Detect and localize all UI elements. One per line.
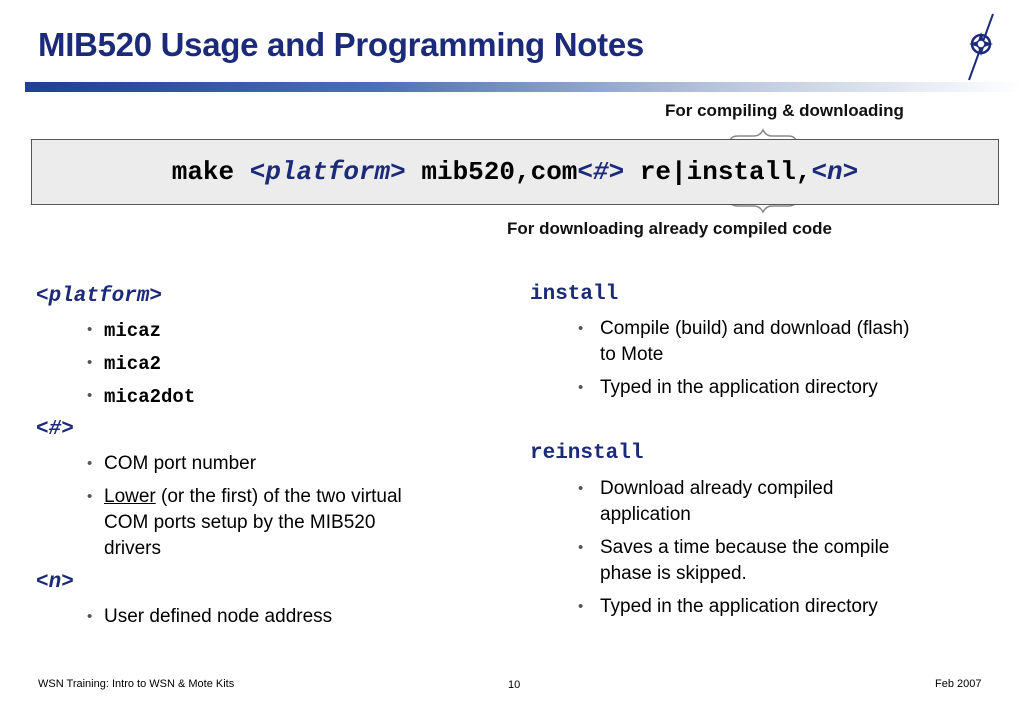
platform-heading: <platform> <box>36 285 163 308</box>
command-box: make <platform> mib520,com<#> re|install… <box>31 139 999 205</box>
port-item-lower: Lower (or the first) of the two virtual <box>104 484 402 510</box>
bullet-icon: • <box>87 354 93 371</box>
annotation-compiling: For compiling & downloading <box>665 101 904 120</box>
platform-item-mica2: mica2 <box>104 353 162 375</box>
reinstall-item3: Typed in the application directory <box>600 596 878 617</box>
cmd-node: <n> <box>811 157 859 187</box>
slide-title: MIB520 Usage and Programming Notes <box>38 26 644 63</box>
bullet-icon: • <box>87 608 93 625</box>
reinstall-item2-line1: Saves a time because the compile <box>600 537 890 558</box>
install-item1-line1: Compile (build) and download (flash) <box>600 318 910 339</box>
platform-item-micaz: micaz <box>104 320 162 342</box>
install-item2: Typed in the application directory <box>600 377 878 398</box>
platform-item-mica2dot: mica2dot <box>104 386 196 408</box>
bullet-icon: • <box>87 488 93 505</box>
cmd-make: make <box>171 157 250 187</box>
bullet-icon: • <box>87 321 93 338</box>
reinstall-item2-line2: phase is skipped. <box>600 563 747 584</box>
bullet-icon: • <box>87 455 93 472</box>
compass-star-logo-icon <box>968 13 994 81</box>
bullet-icon: • <box>578 480 584 497</box>
make-command: make <platform> mib520,com<#> re|install… <box>32 157 998 187</box>
node-heading: <n> <box>36 571 74 594</box>
bullet-icon: • <box>578 379 584 396</box>
bullet-icon: • <box>578 598 584 615</box>
bullet-icon: • <box>578 320 584 337</box>
port-item-lower-line3: drivers <box>104 538 162 559</box>
port-item-lower-line2: COM ports setup by the MIB520 <box>104 512 376 533</box>
footer-course-title: WSN Training: Intro to WSN & Mote Kits <box>38 678 235 690</box>
annotation-downloading: For downloading already compiled code <box>507 219 832 238</box>
cmd-platform: <platform> <box>249 157 406 187</box>
footer-page-number: 10 <box>508 679 521 691</box>
reinstall-heading: reinstall <box>530 442 644 465</box>
curly-brace-icon <box>729 128 797 214</box>
install-heading: install <box>530 283 619 306</box>
port-item-lower-rest: (or the first) of the two virtual <box>155 486 402 507</box>
cmd-rest: re|install, <box>624 157 812 187</box>
lower-underlined: Lower <box>104 486 156 507</box>
node-item: User defined node address <box>104 606 333 627</box>
bullet-icon: • <box>87 387 93 404</box>
port-item-com: COM port number <box>104 453 257 474</box>
install-item1-line2: to Mote <box>600 344 664 365</box>
bullet-icon: • <box>578 539 584 556</box>
footer-date: Feb 2007 <box>935 678 982 690</box>
reinstall-item1-line1: Download already compiled <box>600 478 834 499</box>
cmd-port: <#> <box>577 157 625 187</box>
title-underline-bar <box>25 82 1023 92</box>
port-heading: <#> <box>36 418 74 441</box>
cmd-mid: mib520,com <box>405 157 578 187</box>
reinstall-item1-line2: application <box>600 504 691 525</box>
